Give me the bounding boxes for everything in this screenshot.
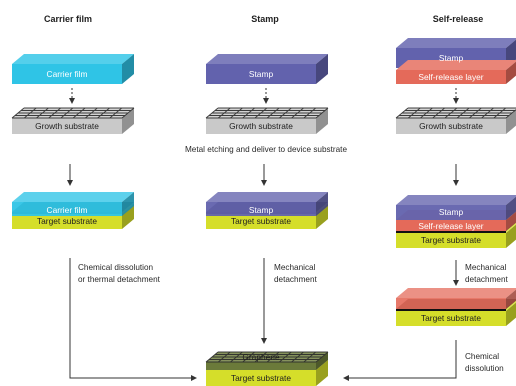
carrier-film-block-2-label: Carrier film [47,205,88,215]
growth-substrate-block-3 [395,107,516,134]
growth-substrate-block-1-label: Growth substrate [35,121,99,131]
header-stamp: Stamp [251,14,279,24]
carrier-film-block [12,54,134,84]
stamp-block-2-label: Stamp [249,205,274,215]
target-substrate-block-4-label: Target substrate [421,313,481,323]
graphene-final-block [205,351,329,370]
carrier-film-to-final-arrow [69,258,197,381]
step-chemical-dissolution-final-label-line1: Chemical [465,352,499,361]
step-chemical-dissolution-label-line2: or thermal detachment [78,275,161,284]
stamp-block-self-release-label: Stamp [439,53,464,63]
step-mechanical-detachment-label-line1: Mechanical [274,263,316,272]
target-substrate-final-block-label: Target substrate [231,373,291,383]
stamp-block-3-label: Stamp [439,207,464,217]
step-chemical-dissolution-label-line1: Chemical dissolution [78,263,154,272]
growth-substrate-block-1 [11,107,135,134]
header-self-release: Self-release [433,14,484,24]
step-self-release-mechanical-label-line2: detachment [465,275,509,284]
step-chemical-dissolution-final-label-line2: dissolution [465,364,504,373]
self-release-to-final-arrow [343,340,457,381]
self-release-layer-block-label: Self-release layer [418,72,483,82]
growth-substrate-block-2-label: Growth substrate [229,121,293,131]
target-substrate-block-1-label: Target substrate [37,216,97,226]
growth-substrate-block-3-label: Growth substrate [419,121,483,131]
step-self-release-mechanical-label-line1: Mechanical [465,263,507,272]
target-substrate-block-3-label: Target substrate [421,235,481,245]
stamp-block-3 [396,195,516,220]
self-release-layer-block [396,60,516,84]
stamp-block-2 [206,192,328,216]
carrier-film-block-2 [12,192,134,216]
self-release-layer-block-3 [396,288,516,309]
process-arrows [67,88,459,381]
self-release-layer-block-2-label: Self-release layer [418,221,483,231]
stamp-block [206,54,328,84]
step-metal-etching-label: Metal etching and deliver to device subs… [185,145,347,154]
target-substrate-block-2-label: Target substrate [231,216,291,226]
step-mechanical-detachment-label-line2: detachment [274,275,318,284]
growth-substrate-block-2 [205,107,329,134]
layer-blocks [11,38,516,386]
carrier-film-block-label: Carrier film [47,69,88,79]
stamp-block-label: Stamp [249,69,274,79]
header-carrier-film: Carrier film [44,14,92,24]
graphene-final-block-label: Graphene [242,352,280,362]
